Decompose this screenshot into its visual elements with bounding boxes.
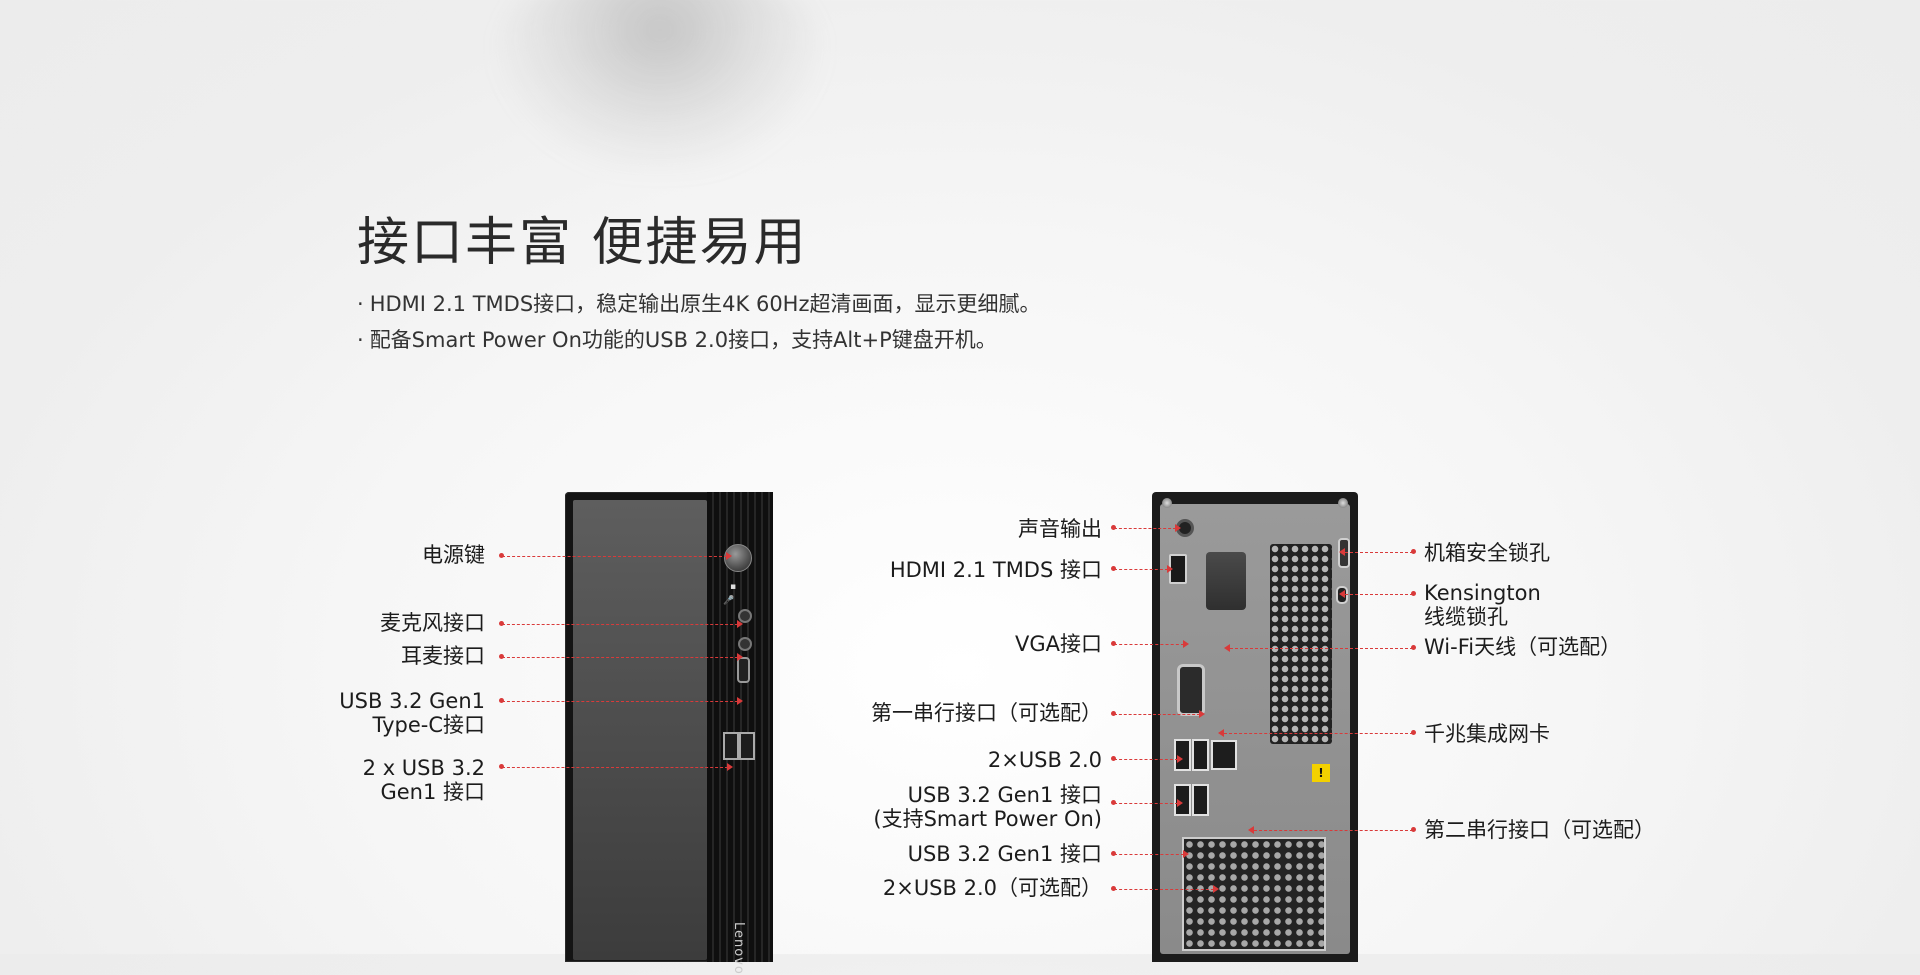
leader-vga (1111, 640, 1189, 648)
product-shadow-top (500, 0, 820, 170)
leader-serial-2 (1248, 826, 1416, 834)
label-kensington-line1: Kensington (1424, 581, 1541, 605)
leader-kensington (1339, 590, 1416, 598)
label-vga: VGA接口 (1014, 632, 1102, 656)
headset-jack-icon (738, 637, 752, 651)
label-usb20-optional: 2×USB 2.0（可选配） (882, 876, 1102, 900)
label-usb32: USB 3.2 Gen1 接口 (907, 842, 1102, 866)
warning-sign-icon: ! (1312, 764, 1330, 782)
label-wifi-antenna: Wi-Fi天线（可选配） (1424, 635, 1622, 659)
pc-rear-view: ! (1152, 492, 1358, 962)
leader-audio-out (1111, 524, 1181, 532)
label-audio-out: 声音输出 (1018, 517, 1102, 541)
leader-wifi-antenna (1224, 644, 1416, 652)
label-usb-typec-line1: USB 3.2 Gen1 (339, 689, 485, 713)
brand-logo: Lenovo (731, 922, 746, 975)
leader-usb-typec (499, 697, 743, 705)
leader-usb32-spo (1111, 799, 1183, 807)
usb-typec-port-icon (737, 657, 750, 683)
leader-power-key (499, 552, 732, 560)
label-usb32-spo-line2: (支持Smart Power On) (873, 807, 1102, 831)
feature-item-smart-power-on: 配备Smart Power On功能的USB 2.0接口，支持Alt+P键盘开机… (357, 322, 1041, 358)
label-usb20: 2×USB 2.0 (987, 748, 1102, 772)
mic-jack-icon (738, 609, 752, 623)
leader-headset-port (499, 653, 743, 661)
label-mic-port: 麦克风接口 (380, 611, 485, 635)
front-glass-panel (573, 500, 707, 960)
label-kensington-line2: 线缆锁孔 (1424, 605, 1508, 629)
leader-hdmi (1111, 565, 1173, 573)
expansion-slot-mesh (1182, 837, 1326, 951)
leader-mic-port (499, 620, 743, 628)
page-title: 接口丰富 便捷易用 (357, 213, 808, 273)
label-usb32-spo-line1: USB 3.2 Gen1 接口 (907, 783, 1102, 807)
label-headset-port: 耳麦接口 (401, 644, 485, 668)
leader-usb20 (1111, 755, 1183, 763)
usb32-port-2-icon (1192, 784, 1209, 816)
power-indicator-icon: ▪ (730, 582, 737, 592)
usb20-port-2-icon (1192, 739, 1209, 771)
lan-port-icon (1211, 740, 1237, 770)
label-hdmi: HDMI 2.1 TMDS 接口 (889, 558, 1102, 582)
label-usb-dual-line1: 2 x USB 3.2 (362, 756, 485, 780)
feature-list: HDMI 2.1 TMDS接口，稳定输出原生4K 60Hz超清画面，显示更细腻。… (357, 286, 1041, 358)
label-serial-2: 第二串行接口（可选配） (1424, 818, 1655, 842)
label-usb-typec: USB 3.2 Gen1 Type-C接口 (339, 689, 485, 737)
label-gigabit-lan: 千兆集成网卡 (1424, 722, 1550, 746)
feature-item-hdmi: HDMI 2.1 TMDS接口，稳定输出原生4K 60Hz超清画面，显示更细腻。 (357, 286, 1041, 322)
label-usb32-spo: USB 3.2 Gen1 接口 (支持Smart Power On) (873, 783, 1102, 831)
label-usb-dual-line2: Gen1 接口 (380, 780, 485, 804)
label-usb-typec-line2: Type-C接口 (372, 713, 485, 737)
leader-chassis-lock (1339, 548, 1416, 556)
pc-front-view: ▪ 🎤 Lenovo (565, 492, 773, 975)
screw-icon (1338, 498, 1348, 508)
mic-glyph-icon: 🎤 (723, 596, 735, 606)
rear-vent-mesh (1270, 544, 1332, 744)
label-chassis-lock: 机箱安全锁孔 (1424, 541, 1550, 565)
label-kensington: Kensington 线缆锁孔 (1424, 581, 1541, 629)
label-usb-dual: 2 x USB 3.2 Gen1 接口 (363, 756, 485, 804)
screw-icon (1162, 498, 1172, 508)
leader-serial-1 (1111, 710, 1205, 718)
leader-usb-dual (499, 763, 733, 771)
leader-gigabit-lan (1218, 729, 1416, 737)
wifi-antenna-block-icon (1206, 552, 1246, 610)
vga-port-icon (1177, 664, 1205, 716)
label-serial-1: 第一串行接口（可选配） (871, 701, 1102, 725)
label-power-key: 电源键 (422, 543, 485, 567)
usb-a-port-1-icon (723, 732, 739, 760)
leader-usb20-optional (1111, 885, 1219, 893)
leader-usb32 (1111, 850, 1189, 858)
usb-a-port-2-icon (739, 732, 755, 760)
